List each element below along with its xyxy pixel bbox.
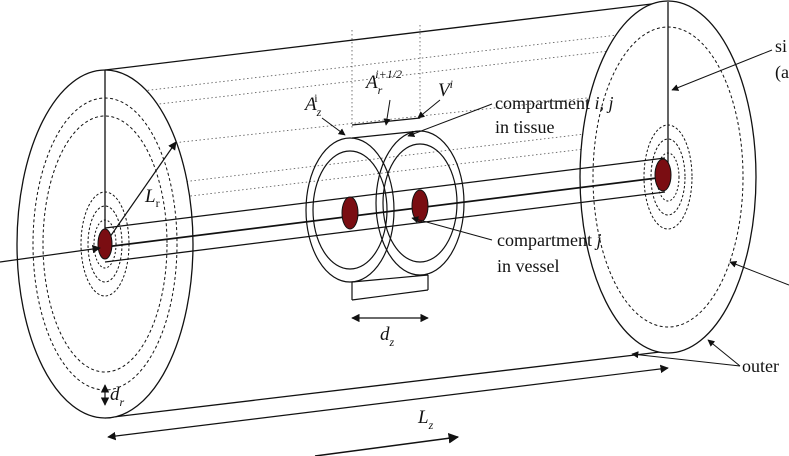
cylinder-top-edge: [104, 1, 669, 71]
label-dz: dz: [380, 324, 395, 349]
pointer-outer-2: [631, 351, 741, 367]
label-tissue-line2: in tissue: [495, 117, 555, 137]
inlet-line: [0, 244, 101, 263]
label-Lr: Lr: [144, 186, 160, 210]
label-Ar: Ari+1/2: [364, 67, 402, 97]
label-vessel-line2: in vessel: [497, 256, 560, 276]
label-outer: outer: [742, 356, 779, 376]
dotted-guides: [107, 25, 661, 206]
pointer-vessel: [411, 216, 493, 241]
cylinder-bottom-edge: [104, 351, 661, 419]
label-dr: dr: [110, 384, 125, 409]
vessel-section-mid1: [341, 196, 359, 230]
label-side-top-2: (a: [775, 62, 789, 83]
tissue-compartment: [305, 117, 465, 301]
label-V: Vi: [438, 77, 453, 101]
Lz-arrow: [107, 364, 669, 441]
vessel-section-right: [654, 158, 672, 192]
pointer-outer-1: [707, 339, 741, 367]
vessel-section-left: [97, 228, 113, 260]
pointer-side: [671, 49, 773, 91]
pointer-V: [417, 99, 441, 119]
pointer-tissue: [407, 103, 493, 138]
pointer-right-edge: [729, 261, 789, 286]
vessel-cross-sections: [97, 158, 672, 260]
vessel-section-mid2: [411, 189, 429, 223]
pointer-Az: [321, 117, 346, 136]
label-side-top-1: si: [775, 36, 787, 56]
label-Az: Azi: [303, 91, 322, 119]
label-Lz: Lz: [417, 407, 434, 432]
pointer-Ar: [383, 99, 391, 126]
label-tissue-line1: compartment i, j: [495, 93, 613, 113]
flow-arrow: [314, 433, 460, 456]
label-vessel-line1: compartment j: [497, 230, 601, 250]
